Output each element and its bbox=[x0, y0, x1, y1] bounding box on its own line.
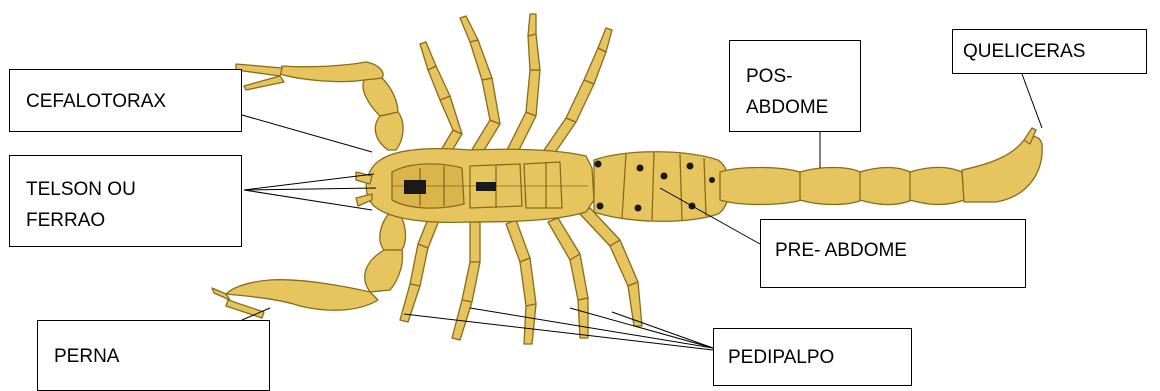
label-pos-abdome: POS- ABDOME bbox=[729, 40, 861, 132]
label-cefalotorax: CEFALOTORAX bbox=[9, 69, 242, 132]
label-telson-line-2: FERRAO bbox=[26, 205, 241, 236]
label-cefalotorax-text: CEFALOTORAX bbox=[26, 86, 241, 117]
upper-legs bbox=[420, 14, 612, 164]
label-perna-text: PERNA bbox=[54, 341, 269, 372]
telson bbox=[962, 128, 1042, 202]
label-pre-abdome-text: PRE- ABDOME bbox=[775, 235, 1025, 266]
label-telson: TELSON OU FERRAO bbox=[9, 155, 242, 247]
label-telson-line-1: TELSON OU bbox=[26, 174, 241, 205]
label-pre-abdome: PRE- ABDOME bbox=[760, 219, 1026, 288]
post-abdomen bbox=[720, 168, 964, 205]
pre-abdomen bbox=[594, 152, 729, 222]
label-pedipalpo-text: PEDIPALPO bbox=[728, 342, 911, 373]
label-queliceras: QUELICERAS bbox=[952, 29, 1147, 74]
label-pos-abdome-line-1: POS- bbox=[746, 61, 860, 92]
lower-legs bbox=[400, 208, 642, 344]
label-pedipalpo: PEDIPALPO bbox=[713, 328, 912, 386]
label-queliceras-text: QUELICERAS bbox=[963, 36, 1146, 67]
label-pos-abdome-line-2: ABDOME bbox=[746, 92, 860, 123]
label-perna: PERNA bbox=[37, 320, 270, 391]
